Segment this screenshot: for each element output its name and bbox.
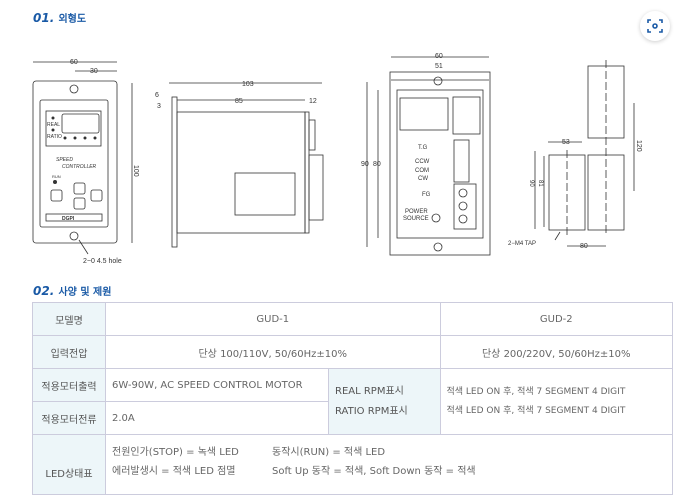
section-number: 01. — [33, 11, 55, 25]
power-label: POWER — [405, 209, 428, 215]
led-run: 동작시(RUN) = 적색 LED — [272, 447, 386, 458]
model-gud1: GUD-1 — [105, 302, 441, 336]
section-number: 02. — [33, 284, 55, 298]
current-value: 2.0A — [105, 401, 329, 435]
dim-120: 120 — [635, 140, 642, 152]
lens-icon — [647, 19, 663, 33]
section-label: 사양 및 제원 — [58, 287, 112, 298]
controller-label: CONTROLLER — [62, 164, 97, 170]
dim-51: 51 — [435, 63, 443, 70]
side-view — [169, 82, 324, 248]
real-rpm-value: 적색 LED ON 후, 적색 7 SEGMENT 4 DIGIT — [446, 386, 626, 397]
dim-80-mount: 80 — [580, 243, 588, 250]
dim-30: 30 — [90, 68, 98, 75]
dim-12: 12 — [309, 98, 317, 105]
current-label: 적용모터전류 — [32, 401, 106, 435]
output-label: 적용모터출력 — [32, 368, 106, 402]
section-label: 외형도 — [58, 14, 87, 25]
brand-label: DGPI — [62, 216, 75, 222]
led-label: LED상태표 — [32, 434, 106, 495]
tap-note: 2−M4 TAP — [508, 241, 536, 247]
cw-label: CW — [418, 176, 428, 182]
com-label: COM — [415, 168, 429, 174]
dim-53: 53 — [562, 139, 570, 146]
section-title-specs: 02. 사양 및 제원 — [33, 283, 111, 298]
led-stop: 전원인가(STOP) = 녹색 LED — [112, 447, 239, 458]
dim-80: 80 — [373, 161, 381, 168]
dim-60-back: 60 — [435, 53, 443, 60]
section-title-dimensions: 01. 외형도 — [33, 10, 86, 25]
dim-3: 3 — [157, 103, 161, 110]
model-gud2: GUD-2 — [439, 302, 673, 336]
real-label: REAL — [47, 122, 60, 128]
ratio-label: RATIO — [47, 134, 62, 140]
model-label: 모델명 — [32, 302, 106, 336]
voltage-gud2: 단상 200/220V, 50/60Hz±10% — [439, 335, 673, 369]
tg-label: T.G — [418, 145, 428, 151]
dim-90: 90 — [361, 161, 369, 168]
dim-85: 85 — [235, 98, 243, 105]
mounting-diagram — [534, 60, 635, 247]
hole-note: 2−0 4.5 hole — [83, 258, 122, 265]
back-view — [366, 56, 491, 256]
dim-90-mount: 90 — [528, 180, 534, 187]
led-error: 에러발생시 = 적색 LED 점멸 — [112, 466, 236, 477]
voltage-gud1: 단상 100/110V, 50/60Hz±10% — [105, 335, 441, 369]
source-label: SOURCE — [403, 216, 429, 222]
visual-search-button[interactable] — [640, 11, 670, 41]
voltage-label: 입력전압 — [32, 335, 106, 369]
dim-81: 81 — [537, 180, 543, 187]
dim-6: 6 — [155, 92, 159, 99]
real-rpm-label: REAL RPM표시 — [335, 385, 404, 397]
table-row: LED상태표 전원인가(STOP) = 녹색 LED 동작시(RUN) = 적색 … — [32, 434, 673, 495]
dim-60: 60 — [70, 59, 78, 66]
ratio-rpm-value: 적색 LED ON 후, 적색 7 SEGMENT 4 DIGIT — [446, 405, 626, 416]
fg-label: FG — [422, 192, 431, 198]
output-value: 6W-90W, AC SPEED CONTROL MOTOR — [105, 368, 329, 402]
run-label: RUN — [52, 174, 61, 179]
dimension-drawings: 60 30 100 2−0 4.5 hole REAL RATIO SPEED … — [32, 53, 642, 265]
led-soft: Soft Up 동작 = 적색, Soft Down 동작 = 적색 — [272, 466, 476, 477]
speed-label: SPEED — [56, 157, 73, 163]
front-view — [32, 61, 133, 255]
ccw-label: CCW — [415, 159, 430, 165]
dim-100: 100 — [132, 165, 139, 177]
ratio-rpm-label: RATIO RPM표시 — [335, 405, 408, 417]
dim-103: 103 — [242, 81, 254, 88]
